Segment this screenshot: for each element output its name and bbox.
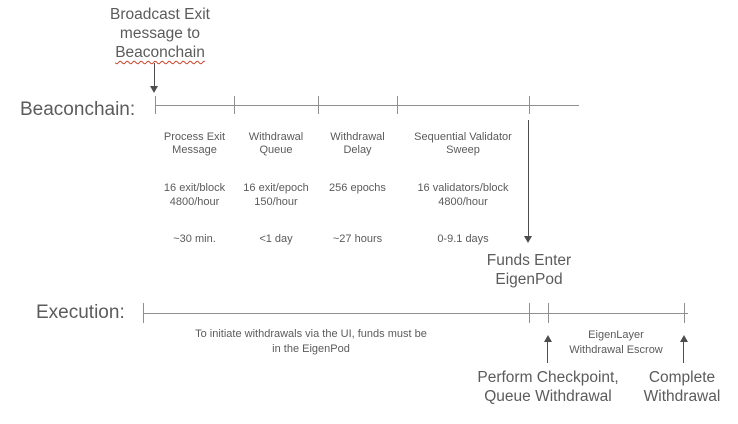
beaconchain-timeline-line xyxy=(155,105,579,106)
complete-arrow-line xyxy=(683,341,684,363)
beaconchain-misspelled-word: Beaconchain xyxy=(115,44,205,61)
stage-stats: 16 validators/block 4800/hour xyxy=(417,182,509,208)
complete-arrow-head-icon xyxy=(680,335,688,342)
checkpoint-arrow-line xyxy=(547,341,548,363)
stage-title: Withdrawal Delay xyxy=(330,130,385,157)
execution-tick-complete xyxy=(684,303,685,323)
stage-title: Withdrawal Queue xyxy=(248,130,304,157)
broadcast-exit-note-line2: message to xyxy=(119,25,201,42)
stage-stats: 16 exit/epoch 150/hour xyxy=(243,182,309,208)
beaconchain-tick-1 xyxy=(155,96,156,114)
beaconchain-tick-2 xyxy=(234,96,235,114)
execution-row-label: Execution: xyxy=(36,302,125,323)
checkpoint-arrow-head-icon xyxy=(544,335,552,342)
stage-sequential-validator-sweep: Sequential Validator Sweep 16 validators… xyxy=(397,117,529,260)
stage-withdrawal-queue: Withdrawal Queue 16 exit/epoch 150/hour … xyxy=(234,117,318,260)
execution-tick-checkpoint xyxy=(548,303,549,323)
broadcast-exit-note: Broadcast Exit message to Beaconchain xyxy=(85,5,235,62)
broadcast-arrow-head-icon xyxy=(150,86,158,93)
beaconchain-tick-5 xyxy=(529,96,530,114)
broadcast-exit-note-line3: Beaconchain xyxy=(85,43,235,62)
stage-duration: ~27 hours xyxy=(332,232,383,245)
funds-enter-label: Funds Enter EigenPod xyxy=(486,252,572,288)
stage-stats: 16 exit/block 4800/hour xyxy=(163,182,226,208)
stage-duration: <1 day xyxy=(259,232,293,245)
beaconchain-tick-3 xyxy=(318,96,319,114)
stage-withdrawal-delay: Withdrawal Delay 256 epochs ~27 hours xyxy=(318,117,397,260)
beaconchain-tick-4 xyxy=(397,96,398,114)
stage-process-exit-message: Process Exit Message 16 exit/block 4800/… xyxy=(155,117,234,260)
eigenlayer-escrow-note: EigenLayer Withdrawal Escrow xyxy=(569,329,663,356)
perform-checkpoint-label: Perform Checkpoint, Queue Withdrawal xyxy=(477,369,619,405)
stage-title: Sequential Validator Sweep xyxy=(414,130,512,157)
funds-enter-arrow-line xyxy=(528,120,529,237)
stage-title: Process Exit Message xyxy=(163,130,226,157)
funds-enter-arrow-head-icon xyxy=(524,236,532,243)
broadcast-arrow-line xyxy=(154,63,155,87)
complete-withdrawal-label: Complete Withdrawal xyxy=(643,369,721,405)
execution-timeline-line xyxy=(143,313,688,314)
beaconchain-row-label: Beaconchain: xyxy=(20,99,136,120)
stage-duration: 0-9.1 days xyxy=(437,232,489,245)
stage-stats: 256 epochs xyxy=(329,182,386,194)
execution-tick-funds-enter xyxy=(529,303,530,323)
execution-tick-start xyxy=(143,303,144,323)
stage-duration: ~30 min. xyxy=(173,232,216,245)
initiate-withdrawals-note: To initiate withdrawals via the UI, fund… xyxy=(195,328,427,355)
broadcast-exit-note-line1: Broadcast Exit xyxy=(110,6,210,23)
